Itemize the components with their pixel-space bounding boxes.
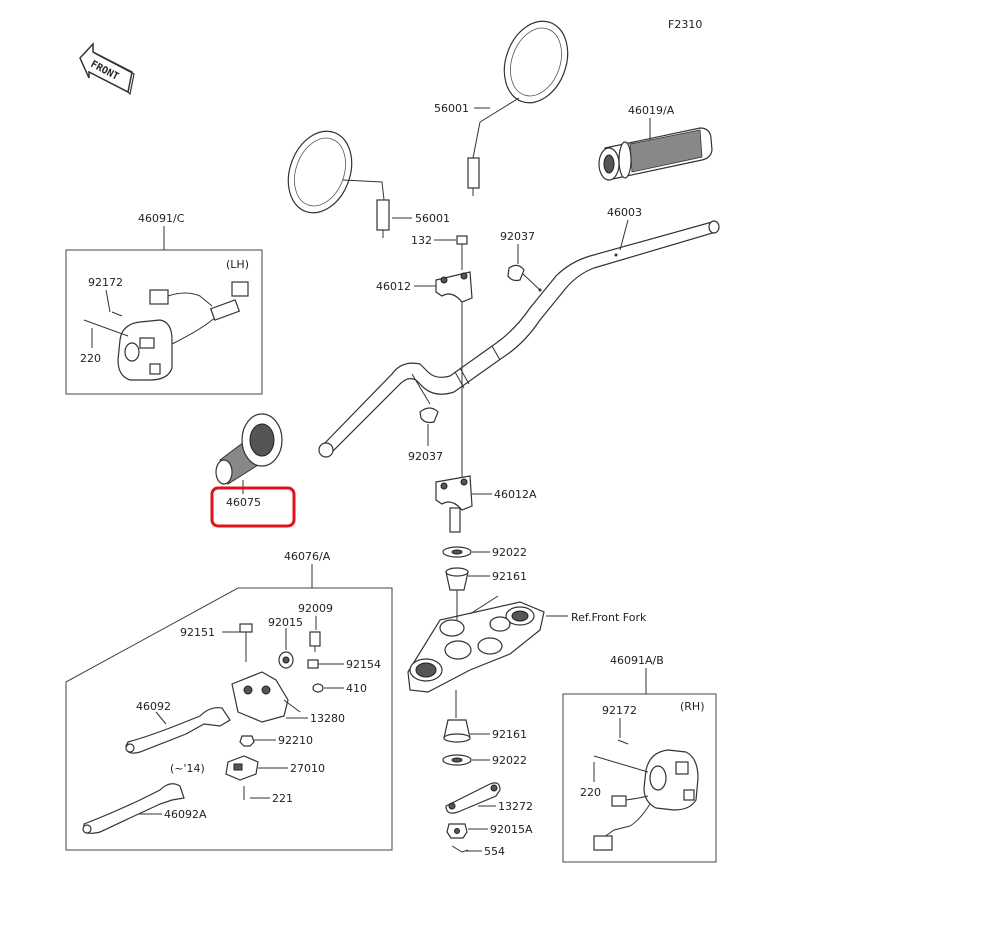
callout-washer-top: 92022 (492, 546, 527, 559)
callout-lever-assy: 46076/A (284, 550, 331, 563)
lever-holder (231, 671, 301, 723)
damper-bottom (443, 719, 471, 743)
callout-lever-switch-screw: 221 (272, 792, 293, 805)
callout-lever: 46092 (136, 700, 171, 713)
lever-note: (~'14) (170, 762, 205, 775)
front-arrow-icon: FRONT (79, 42, 135, 96)
figure-id: F2310 (668, 18, 702, 31)
callout-switch-lh-screw: 92172 (88, 276, 123, 289)
callout-clamp-upper: 46012 (376, 280, 411, 293)
lever-switch (225, 755, 259, 781)
callout-lever-oring: 410 (346, 682, 367, 695)
cable-clip-bottom (411, 373, 439, 424)
lever-box (65, 587, 393, 851)
callout-lever-holder: 13280 (310, 712, 345, 725)
callout-damper-bottom: 92161 (492, 728, 527, 741)
callout-handlebar: 46003 (607, 206, 642, 219)
callout-lever-adj: 92009 (298, 602, 333, 615)
switch-lh-side: (LH) (226, 258, 249, 271)
callout-cable-clip-bottom: 92037 (408, 450, 443, 463)
callout-switch-lh-assy: 46091/C (138, 212, 185, 225)
callout-bolt-132: 132 (411, 234, 432, 247)
callout-lever-switch: 27010 (290, 762, 325, 775)
callout-switch-rh-screw: 92172 (602, 704, 637, 717)
plate (445, 782, 501, 814)
callout-lever-bolt: 92151 (180, 626, 215, 639)
callout-lever-nut: 92210 (278, 734, 313, 747)
grip-left (215, 413, 283, 485)
callout-switch-lh-bolt: 220 (80, 352, 101, 365)
callout-grip-left: 46075 (226, 496, 261, 509)
callout-pin: 554 (484, 845, 505, 858)
clamp-upper (435, 271, 473, 480)
washer-top (442, 546, 472, 558)
callout-grip-throttle: 46019/A (628, 104, 675, 117)
steering-stem-bracket (407, 590, 545, 718)
callout-nut: 92015A (490, 823, 533, 836)
lever-oring (312, 683, 324, 693)
callout-switch-rh-bolt: 220 (580, 786, 601, 799)
mirror-right (467, 20, 569, 196)
switch-rh (593, 739, 699, 851)
callout-front-fork-ref: Ref.Front Fork (571, 611, 647, 624)
bolt-132 (456, 235, 468, 270)
callout-cable-clip-top: 92037 (500, 230, 535, 243)
nut (446, 823, 468, 839)
grip-throttle (598, 127, 713, 181)
callout-washer-bottom: 92022 (492, 754, 527, 767)
callout-plate: 13272 (498, 800, 533, 813)
lever-bush (278, 651, 294, 669)
lever-adjuster (309, 631, 321, 652)
lever-nut (239, 735, 255, 747)
handlebar (318, 220, 720, 458)
switch-rh-side: (RH) (680, 700, 705, 713)
callout-clamp-lower: 46012A (494, 488, 537, 501)
callout-mirror-right: 56001 (434, 102, 469, 115)
callout-lever-old: 46092A (164, 808, 207, 821)
callout-mirror-left: 56001 (415, 212, 450, 225)
callout-lever-screw: 92154 (346, 658, 381, 671)
lever-bolt (239, 623, 253, 662)
switch-rh-box (562, 693, 717, 863)
callout-lever-bush: 92015 (268, 616, 303, 629)
callout-damper-top: 92161 (492, 570, 527, 583)
highlight-box (210, 486, 296, 528)
damper-top (445, 567, 469, 591)
clamp-lower (435, 475, 473, 533)
switch-lh (83, 281, 249, 381)
mirror-left (287, 130, 390, 238)
cable-clip-top (507, 264, 541, 291)
washer-bottom (442, 754, 472, 766)
pin (451, 845, 469, 853)
callout-switch-rh-assy: 46091A/B (610, 654, 664, 667)
lever-old (82, 783, 185, 834)
lever (125, 707, 231, 754)
